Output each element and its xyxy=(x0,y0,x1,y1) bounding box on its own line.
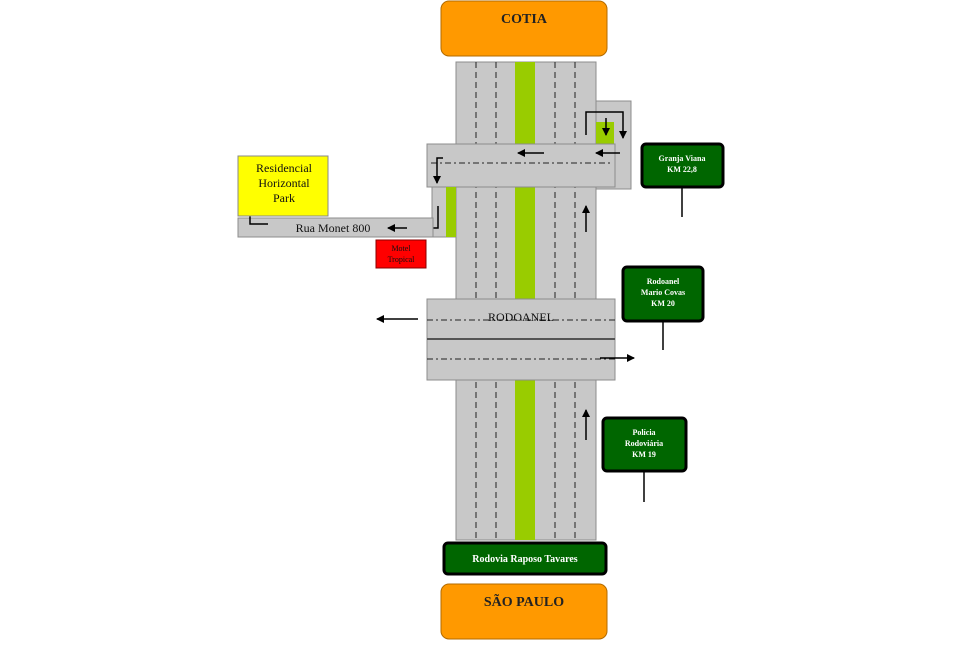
sign-policia-line-1: Polícia xyxy=(632,428,655,437)
residential-line-1: Residencial xyxy=(256,161,313,175)
motel-line-2: Tropical xyxy=(388,255,416,264)
residential-box: Residencial Horizontal Park xyxy=(237,155,329,217)
sign-granja-line-1: Granja Viana xyxy=(659,154,706,163)
motel-line-1: Motel xyxy=(391,244,411,253)
sign-rodoanel-line-3: KM 20 xyxy=(651,299,675,308)
sao-paulo-box: SÃO PAULO xyxy=(440,583,608,640)
ramp xyxy=(423,186,457,238)
sign-rodoanel-line-1: Rodoanel xyxy=(647,277,680,286)
sign-policia-line-3: KM 19 xyxy=(632,450,656,459)
sign-policia-line-2: Rodoviária xyxy=(625,439,663,448)
residential-line-2: Horizontal xyxy=(258,176,310,190)
sign-rodoanel-line-2: Mario Covas xyxy=(641,288,685,297)
sao-paulo-label: SÃO PAULO xyxy=(484,592,564,610)
cotia-box: COTIA xyxy=(440,0,608,57)
sign-policia: Polícia Rodoviária KM 19 xyxy=(601,416,688,502)
sign-granja-line-2: KM 22,8 xyxy=(667,165,697,174)
sign-granja-viana: Granja Viana KM 22,8 xyxy=(640,142,725,217)
motel-box: Motel Tropical xyxy=(375,239,427,269)
cotia-label: COTIA xyxy=(501,12,548,27)
highway-name-label: Rodovia Raposo Tavares xyxy=(472,554,578,565)
rodoanel-crossing: RODOANEL xyxy=(376,298,635,381)
overpass xyxy=(426,143,620,188)
residential-line-3: Park xyxy=(273,191,295,205)
sign-rodoanel: Rodoanel Mario Covas KM 20 xyxy=(621,265,705,350)
sign-raposo-tavares: Rodovia Raposo Tavares xyxy=(442,541,608,576)
street-label: Rua Monet 800 xyxy=(296,221,371,235)
rodoanel-label: RODOANEL xyxy=(488,310,554,324)
